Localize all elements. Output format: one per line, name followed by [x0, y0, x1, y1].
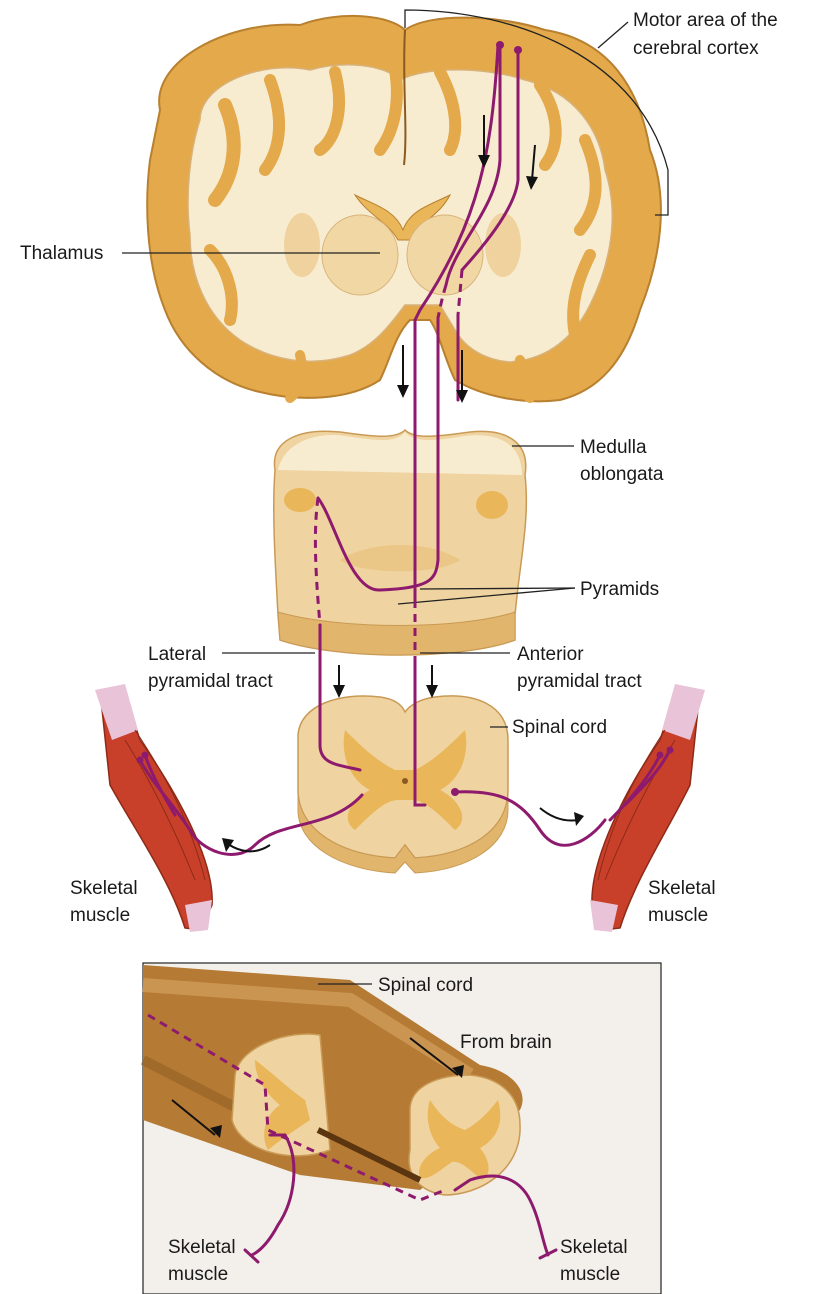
anterior-tract-label-line2: pyramidal tract [517, 671, 642, 692]
inset-skeletal-left-label-line1: Skeletal [168, 1237, 236, 1258]
medulla-label-line1: Medulla [580, 437, 647, 458]
motor-area-label-line2: cerebral cortex [633, 38, 759, 59]
motor-area-label-line1: Motor area of the [633, 10, 778, 31]
inset-from-brain-label: From brain [460, 1032, 552, 1053]
motor-area-leader [598, 22, 628, 48]
medulla-oblongata-section [274, 430, 527, 655]
skeletal-muscle-right-label-line1: Skeletal [648, 878, 716, 899]
inset-spinal-cord-label: Spinal cord [378, 975, 473, 996]
skeletal-muscle-left-label-line1: Skeletal [70, 878, 138, 899]
lateral-tract-label-line2: pyramidal tract [148, 671, 273, 692]
brain-coronal-section [147, 16, 661, 401]
lateral-tract-label-line1: Lateral [148, 644, 206, 665]
skeletal-muscle-left-label-line2: muscle [70, 905, 130, 926]
skeletal-muscle-right-label-line2: muscle [648, 905, 708, 926]
spinal-cord-cross-section [298, 696, 508, 873]
inset-skeletal-left-label-line2: muscle [168, 1264, 228, 1285]
spinal-cord-label: Spinal cord [512, 717, 607, 738]
medulla-label-line2: oblongata [580, 464, 664, 485]
thalamus-label: Thalamus [20, 243, 103, 264]
anterior-tract-label-line1: Anterior [517, 644, 584, 665]
inset-skeletal-right-label-line2: muscle [560, 1264, 620, 1285]
inset-skeletal-right-label-line1: Skeletal [560, 1237, 628, 1258]
pyramids-label: Pyramids [580, 579, 659, 600]
